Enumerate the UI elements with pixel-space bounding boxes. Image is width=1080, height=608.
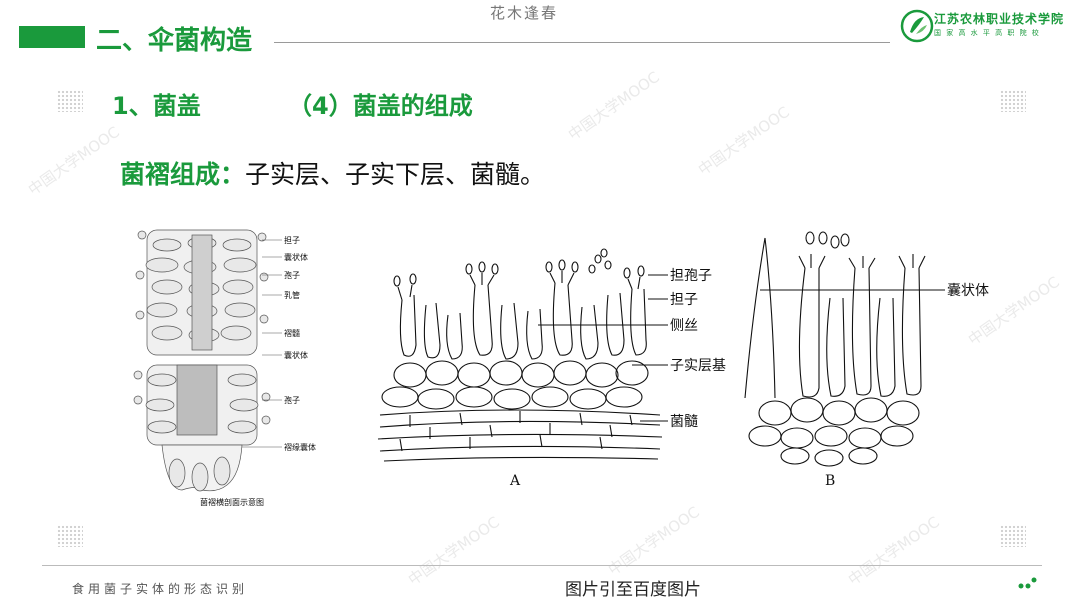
- label-cystidium: 囊状体: [947, 282, 989, 299]
- figure-b-caption: B: [825, 473, 835, 489]
- figure-a-caption: A: [509, 473, 521, 489]
- decor-dots: [1000, 525, 1026, 547]
- watermark: 中国大学MOOC: [844, 511, 944, 590]
- left-label-cystidium-2: 囊状体: [284, 350, 308, 360]
- hymenium-figure-a: 担孢子 担子 侧丝 子实层基 菌髓 A: [370, 245, 750, 495]
- label-basidiospore: 担孢子: [670, 268, 712, 284]
- left-label-basidium: 担子: [284, 235, 300, 245]
- left-label-cystidium: 囊状体: [284, 252, 308, 262]
- gill-composition-label: 菌褶组成：: [120, 160, 245, 189]
- footer-course-title: 食用菌子实体的形态识别: [72, 580, 248, 597]
- decor-dots: [1000, 90, 1026, 112]
- label-subhymenium: 子实层基: [670, 357, 726, 374]
- watermark: 中国大学MOOC: [564, 66, 664, 145]
- footer-divider: [42, 565, 1042, 566]
- label-paraphysis: 侧丝: [670, 318, 698, 334]
- subheading-cap-composition: （4）菌盖的组成: [288, 86, 473, 121]
- gill-cross-section-figure: 担子 囊状体 孢子 乳管 褶髓 囊状体 孢子 褶缘囊体 菌褶横剖面示意图: [122, 215, 362, 515]
- left-label-trama: 褶髓: [284, 328, 300, 338]
- left-label-spore-2: 孢子: [284, 395, 300, 405]
- logo-name: 江苏农林职业技术学院: [934, 10, 1064, 27]
- gill-composition-line: 菌褶组成：子实层、子实下层、菌髓。: [120, 155, 545, 191]
- gill-composition-text: 子实层、子实下层、菌髓。: [245, 160, 545, 189]
- top-caption: 花木逢春: [490, 2, 558, 23]
- hymenium-figure-b: 囊状体 B: [735, 228, 1035, 498]
- label-basidium: 担子: [670, 292, 698, 308]
- left-label-latex-tube: 乳管: [284, 290, 300, 300]
- left-figure-caption: 菌褶横剖面示意图: [200, 497, 264, 507]
- decor-dots: [57, 525, 83, 547]
- left-label-cheilocystidium: 褶缘囊体: [284, 442, 316, 452]
- label-trama: 菌髓: [670, 414, 698, 430]
- watermark: 中国大学MOOC: [694, 101, 794, 180]
- section-title: 二、伞菌构造: [96, 20, 252, 57]
- footer-source-note: 图片引至百度图片: [565, 575, 701, 600]
- subheading-cap: 1、菌盖: [112, 86, 201, 121]
- decor-dots: [57, 90, 83, 112]
- watermark: 中国大学MOOC: [24, 121, 124, 200]
- left-label-spore: 孢子: [284, 270, 300, 280]
- watermark: 中国大学MOOC: [404, 511, 504, 590]
- header-divider: [274, 42, 890, 43]
- logo-subtitle: 国 家 高 水 平 高 职 院 校: [934, 28, 1040, 38]
- footer-dots-icon: [1018, 576, 1038, 590]
- header-accent-bar: [19, 26, 85, 48]
- watermark: 中国大学MOOC: [604, 501, 704, 580]
